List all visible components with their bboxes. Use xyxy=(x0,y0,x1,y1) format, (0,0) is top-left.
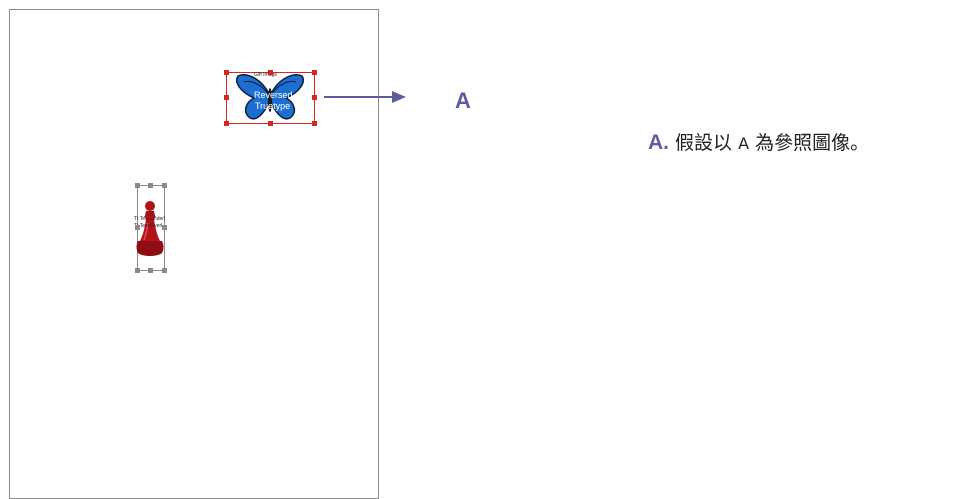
callout-label: A xyxy=(455,88,471,113)
butterfly-overlay-text-1: Reversed xyxy=(254,90,293,100)
resize-handle-s[interactable] xyxy=(148,268,153,273)
resize-handle-s[interactable] xyxy=(268,121,273,126)
pawn-overlay-text-2: Tt Text Overl xyxy=(134,223,163,229)
butterfly-image-object[interactable]: Gift Image Reversed Truetype xyxy=(224,70,317,126)
resize-handle-w[interactable] xyxy=(224,95,229,100)
resize-handle-n[interactable] xyxy=(148,183,153,188)
resize-handle-ne[interactable] xyxy=(312,70,317,75)
resize-handle-e[interactable] xyxy=(312,95,317,100)
butterfly-caption: Gift Image xyxy=(254,72,278,78)
callout-arrow-icon xyxy=(324,91,406,103)
resize-handle-se[interactable] xyxy=(312,121,317,126)
legend-letter: A. xyxy=(648,131,669,154)
butterfly-overlay-text-2: Truetype xyxy=(255,101,291,111)
legend-letter-ref: A xyxy=(738,134,750,153)
resize-handle-ne[interactable] xyxy=(162,183,167,188)
butterfly-image xyxy=(226,72,315,124)
resize-handle-e[interactable] xyxy=(162,225,167,230)
legend-text-after: 為參照圖像。 xyxy=(755,132,870,154)
resize-handle-nw[interactable] xyxy=(135,183,140,188)
pawn-image-object[interactable]: Tt Text Underl Tt Text Overl xyxy=(134,183,167,273)
resize-handle-sw[interactable] xyxy=(224,121,229,126)
resize-handle-n[interactable] xyxy=(268,70,273,75)
document-page xyxy=(9,9,379,499)
legend-text-before: 假設以 xyxy=(675,132,733,154)
legend-note: A. 假設以 A 為參照圖像。 xyxy=(648,128,869,155)
resize-handle-w[interactable] xyxy=(135,225,140,230)
resize-handle-sw[interactable] xyxy=(135,268,140,273)
pawn-overlay-text-1: Tt Text Underl xyxy=(134,216,166,222)
resize-handle-se[interactable] xyxy=(162,268,167,273)
resize-handle-nw[interactable] xyxy=(224,70,229,75)
